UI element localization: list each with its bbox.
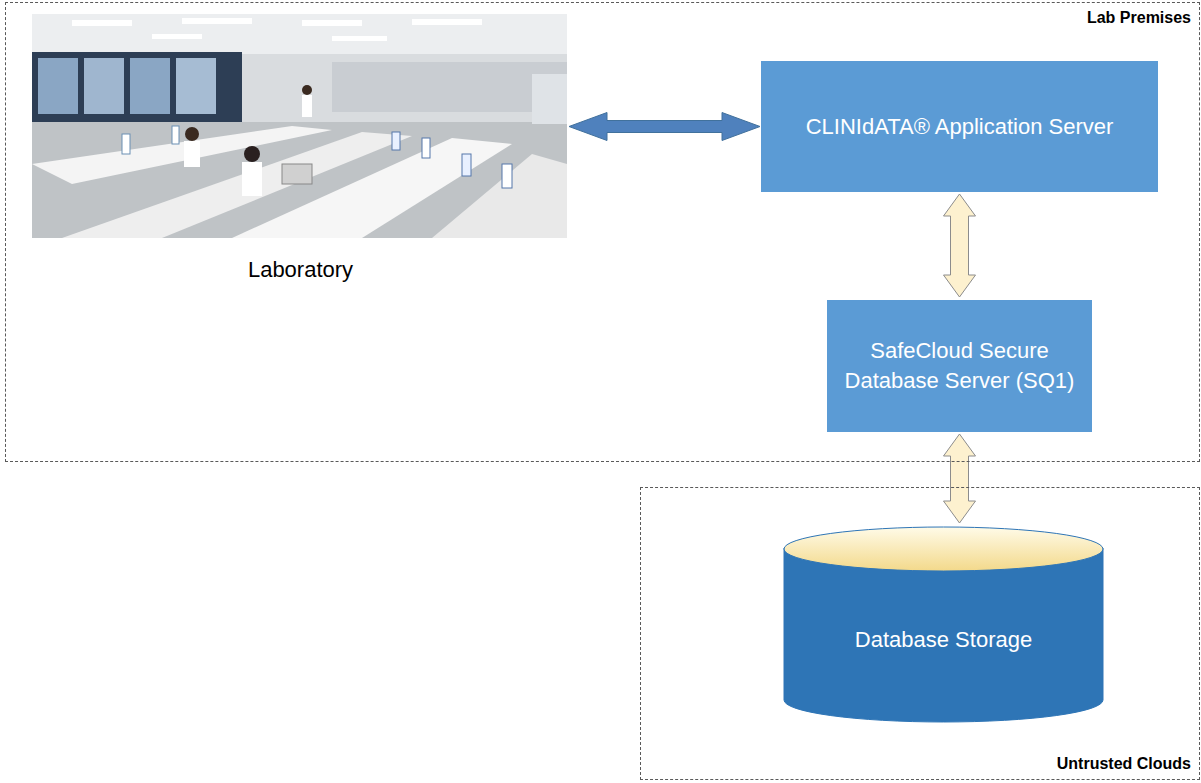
storage-cylinder: Database Storage	[783, 526, 1104, 723]
box-label: CLINIdATA® Application Server	[806, 112, 1114, 142]
photo-caption: Laboratory	[33, 257, 568, 283]
double-arrow	[944, 194, 976, 297]
cylinder-body	[784, 548, 1103, 722]
cylinder-top	[784, 527, 1103, 571]
region-label: Untrusted Clouds	[1057, 755, 1191, 773]
server-box: SafeCloud Secure Database Server (SQ1)	[827, 300, 1092, 432]
double-arrow	[569, 113, 760, 141]
box-label: SafeCloud Secure Database Server (SQ1)	[844, 336, 1075, 395]
server-box: CLINIdATA® Application Server	[761, 61, 1158, 192]
cylinder-outline	[783, 526, 1104, 723]
box-label: Database Storage	[855, 625, 1032, 655]
photo-frame: Laboratory	[33, 15, 568, 283]
dashed-region: Untrusted Clouds Database Storage	[640, 487, 1200, 780]
region-label: Lab Premises	[1087, 9, 1191, 27]
laboratory-photo	[32, 14, 567, 238]
dashed-region: Lab PremisesLaboratory CLINIdATA® Applica…	[5, 2, 1200, 462]
double-arrow	[944, 434, 976, 523]
